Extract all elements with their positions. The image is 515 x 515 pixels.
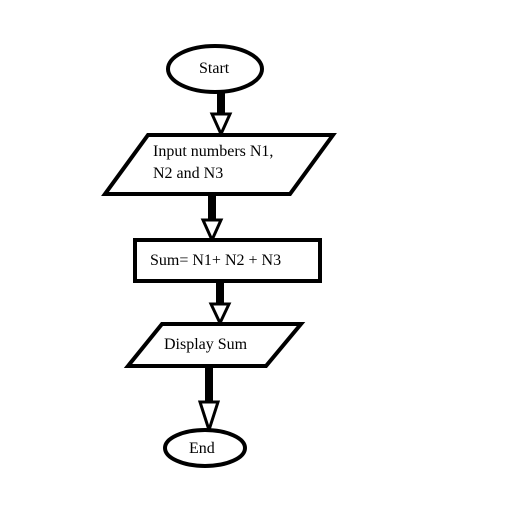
input-parallelogram-shape (101, 133, 337, 196)
sum-process-label: Sum= N1+ N2 + N3 (150, 252, 282, 269)
input-label-line-1: Input numbers N1, (153, 143, 274, 160)
end-label: End (189, 440, 215, 457)
arrow-start-to-input (209, 92, 233, 138)
arrow-input-to-sum (200, 194, 224, 244)
start-label: Start (199, 60, 230, 77)
input-label-line-2: N2 and N3 (153, 165, 224, 182)
arrow-display-to-end (197, 366, 221, 435)
display-parallelogram-shape (123, 322, 306, 368)
arrow-sum-to-display (208, 281, 232, 327)
display-label: Display Sum (164, 336, 248, 353)
input-label: Input numbers N1, N2 and N3 (153, 141, 273, 185)
end-terminator-shape (163, 428, 247, 468)
sum-process-shape (133, 238, 322, 283)
start-terminator-shape (166, 44, 264, 94)
